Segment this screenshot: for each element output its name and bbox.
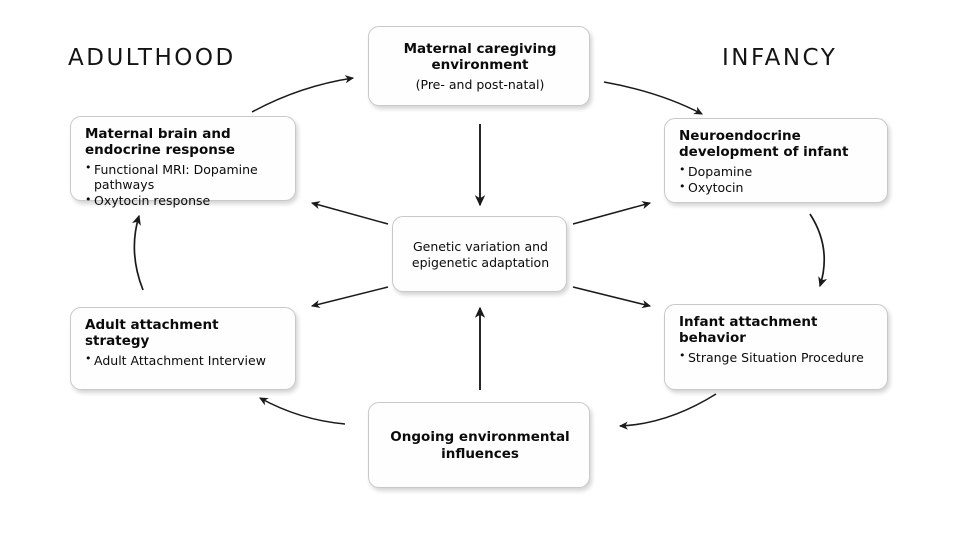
node-bullet-list: Dopamine Oxytocin [679,163,875,196]
arrow-genetic-to-infant-attachment [572,286,652,309]
list-item: Strange Situation Procedure [679,349,875,365]
node-bullet-list: Functional MRI: Dopamine pathways Oxytoc… [85,161,283,209]
node-subtitle: (Pre- and post-natal) [415,76,545,92]
arrow-maternal-brain-to-caregiving [251,75,355,113]
node-genetic-variation-epigenetic-adaptation[interactable]: Genetic variation and epigenetic adaptat… [392,216,567,292]
node-title: Genetic variation and epigenetic adaptat… [411,238,550,270]
list-item: Functional MRI: Dopamine pathways [85,161,283,193]
arrow-genetic-to-neuroendocrine [572,201,652,225]
list-item: Dopamine [679,163,875,179]
node-bullet-list: Strange Situation Procedure [679,349,875,365]
arrow-genetic-to-maternal-brain [310,201,389,225]
arrow-adult-attachment-to-maternal-brain [131,214,144,291]
node-neuroendocrine-development-of-infant[interactable]: Neuroendocrine development of infant Dop… [664,118,888,203]
node-adult-attachment-strategy[interactable]: Adult attachment strategy Adult Attachme… [70,307,296,390]
node-title: Maternal brain and endocrine response [85,126,236,159]
node-title: Adult attachment strategy [85,317,219,350]
node-title: Neuroendocrine development of infant [679,128,849,161]
era-label-infancy: INFANCY [722,45,838,71]
node-title: Maternal caregiving environment [403,40,557,74]
arrow-ongoing-to-adult-attachment [259,397,346,425]
list-item: Oxytocin response [85,193,283,209]
arrow-genetic-to-adult-attachment [310,286,389,309]
node-maternal-brain-endocrine-response[interactable]: Maternal brain and endocrine response Fu… [70,116,296,208]
node-infant-attachment-behavior[interactable]: Infant attachment behavior Strange Situa… [664,304,888,390]
node-title: Ongoing environmental influences [390,429,570,462]
node-ongoing-environmental-influences[interactable]: Ongoing environmental influences [368,402,590,488]
list-item: Adult Attachment Interview [85,352,283,368]
era-label-adulthood: ADULTHOOD [68,45,236,71]
node-title: Infant attachment behavior [679,314,818,347]
arrow-infant-attachment-to-ongoing [618,393,717,430]
node-bullet-list: Adult Attachment Interview [85,352,283,368]
list-item: Oxytocin [679,180,875,196]
arrow-neuroendocrine-to-infant-attachment [809,213,828,288]
node-maternal-caregiving-environment[interactable]: Maternal caregiving environment (Pre- an… [368,26,590,106]
arrow-caregiving-to-neuroendocrine [603,81,703,115]
